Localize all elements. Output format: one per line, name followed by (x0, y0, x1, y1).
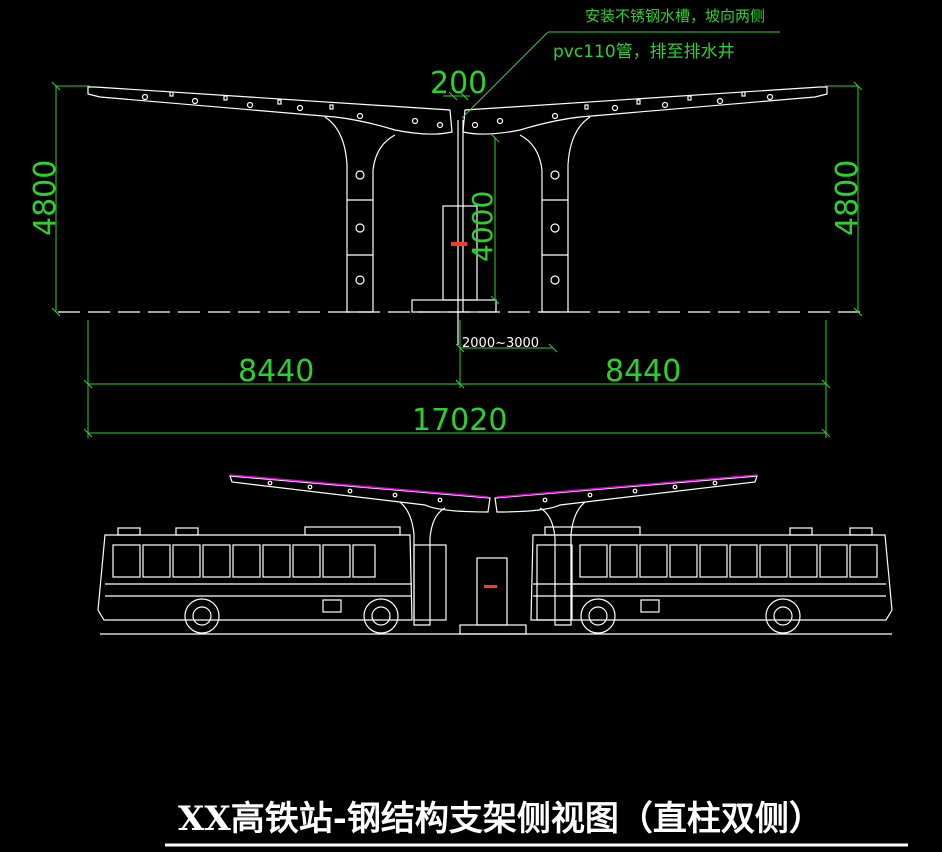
dim-span-right: 8440 (605, 354, 681, 389)
canopy-structure-elevation (58, 86, 860, 345)
column-bolts (347, 170, 568, 285)
dim-height-left: 4800 (28, 160, 63, 236)
lower-right-roof (494, 475, 758, 513)
left-column (324, 116, 396, 313)
cabinet-base (411, 299, 497, 313)
lower-left-column (399, 501, 446, 626)
dim-cabinet-height: 4000 (466, 191, 499, 262)
right-roof-beam (462, 86, 828, 135)
dim-height-right: 4800 (830, 160, 865, 236)
left-bus (97, 526, 447, 634)
dimension-labels: 4800 4800 4000 200 2000~3000 8440 8440 1… (28, 66, 865, 438)
right-bus (530, 526, 893, 634)
dim-total-width: 17020 (412, 403, 507, 438)
canopy-with-buses-elevation (97, 474, 893, 635)
cabinet-marker (451, 242, 467, 246)
lower-right-column (539, 501, 586, 626)
dim-gap: 200 (430, 66, 487, 101)
lower-left-roof-highlight (229, 474, 489, 498)
drawing-title-block: XX高铁站-钢结构支架侧视图（直柱双侧） (165, 799, 908, 847)
roof-bolts (141, 91, 774, 129)
dim-span-left: 8440 (238, 354, 314, 389)
left-roof-beam (87, 86, 453, 135)
note-gutter: 安装不锈钢水槽，坡向两侧 (585, 7, 765, 25)
note-drain: pvc110管，排至排水井 (553, 42, 735, 62)
lower-cabinet (476, 557, 508, 626)
drawing-title: XX高铁站-钢结构支架侧视图（直柱双侧） (178, 799, 823, 839)
annotation-notes: 安装不锈钢水槽，坡向两侧 pvc110管，排至排水井 (553, 7, 765, 62)
right-column (519, 116, 591, 313)
lower-island (459, 624, 527, 635)
lower-right-roof-highlight (496, 474, 758, 498)
lower-left-roof (229, 475, 491, 513)
dimension-lines (51, 31, 863, 438)
dim-island-width: 2000~3000 (462, 336, 539, 351)
